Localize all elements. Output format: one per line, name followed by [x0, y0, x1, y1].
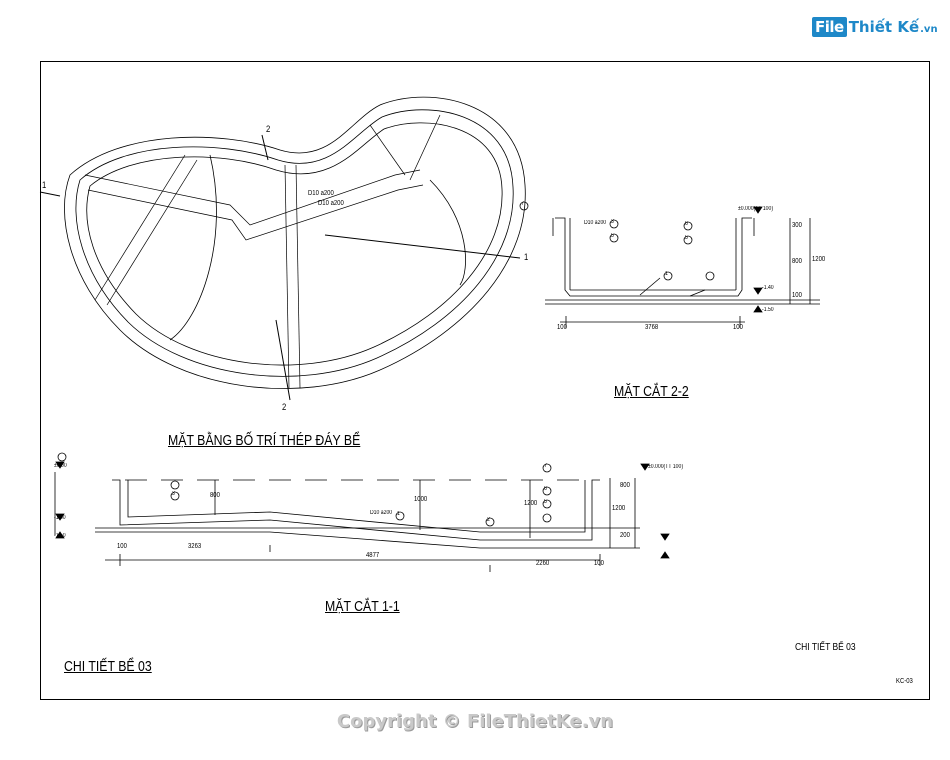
- s22-callout-l2: 5: [611, 233, 614, 239]
- s11-dim-depth-left: 800: [210, 492, 220, 499]
- sheet-title-left: CHI TIẾT BỂ 03: [64, 658, 152, 675]
- s11-dim-c: 4877: [366, 552, 380, 559]
- s22-elev-low: -1.40: [762, 285, 774, 291]
- s11-dim-e: 100: [594, 560, 604, 567]
- s11-callout-6: 7: [544, 463, 547, 469]
- brand-logo: File Thiết Kế .vn: [812, 14, 938, 40]
- s11-dim-a: 100: [117, 543, 127, 550]
- s22-dim-h3: 100: [792, 292, 802, 299]
- s22-dim-total: 1200: [812, 256, 826, 263]
- s11-callout-4: 5: [544, 499, 547, 505]
- s22-dim-center: 3768: [645, 324, 659, 331]
- logo-box: File: [812, 17, 847, 37]
- pool-plan-outline: [64, 96, 526, 389]
- s11-dim-depth-mid: 1000: [414, 496, 428, 503]
- s11-callout-5: 6: [544, 486, 547, 492]
- s22-callout-l1: 3: [611, 219, 614, 225]
- s22-callout-top: 7: [521, 201, 524, 207]
- copyright-watermark: Copyright © FileThietKe.vn: [336, 711, 614, 732]
- s11-elev-low: -1.40: [54, 515, 66, 521]
- logo-text: Thiết Kế: [848, 18, 920, 36]
- drawing-frame: [40, 61, 930, 700]
- cut-label-1-left: 1: [42, 180, 47, 190]
- s11-dim-d: 2260: [536, 560, 550, 567]
- s22-rebar-label: D10 a200: [584, 220, 607, 226]
- section-22-title: MẶT CẮT 2-2: [614, 383, 689, 400]
- s22-callout-r2: 5: [685, 235, 688, 241]
- section-cut-lines: [39, 134, 521, 401]
- s11-dim-depth-right: 1200: [524, 500, 538, 507]
- s11-elev-top-left: ±0.00: [54, 463, 67, 469]
- elevation-markers: [55, 206, 763, 559]
- plan-title: MẶT BẰNG BỐ TRÍ THÉP ĐÁY BỂ: [168, 432, 361, 449]
- section-22-drawing: [545, 217, 820, 328]
- sheet-code: KC-03: [896, 678, 913, 685]
- cut-label-1-right: 1: [524, 252, 529, 262]
- s22-dim-h2: 800: [792, 258, 802, 265]
- s22-dim-right: 100: [733, 324, 743, 331]
- s22-callout-r1: 6: [685, 221, 688, 227]
- s22-dim-left: 100: [557, 324, 567, 331]
- s22-elev-bot: -1.50: [762, 307, 774, 313]
- plan-rebar-a: D10 a200: [308, 190, 334, 197]
- s22-elev-top: ±0.000(TT 100): [738, 206, 774, 212]
- s11-elev-bot: -1.50: [54, 533, 66, 539]
- sheet-title-right: CHI TIẾT BỂ 03: [795, 642, 856, 653]
- s11-dim-side-3: 200: [620, 532, 630, 539]
- s11-dim-side-2: 800: [620, 482, 630, 489]
- plan-rebar-b: D10 a200: [318, 200, 344, 207]
- cut-label-2-top: 2: [266, 124, 271, 134]
- s11-callout-3: 3: [172, 491, 175, 497]
- pool-plan-rebar: [84, 114, 441, 389]
- logo-tld: .vn: [920, 23, 938, 35]
- s11-dim-b: 3263: [188, 543, 202, 550]
- cut-label-2-bottom: 2: [282, 402, 287, 412]
- section-11-drawing: [54, 472, 640, 572]
- s11-dim-side-1: 1200: [612, 505, 626, 512]
- s11-elev-top-right: ±0.000(TT 100): [648, 464, 684, 470]
- s22-callout-bottom: 1: [665, 271, 668, 277]
- s11-callout-2: 2: [487, 517, 490, 523]
- s11-callout-1: 1: [397, 511, 400, 517]
- section-11-title: MẶT CẮT 1-1: [325, 598, 400, 615]
- s22-dim-h1: 300: [792, 222, 802, 229]
- callout-circles: [57, 201, 715, 527]
- s11-rebar-label: D10 a200: [370, 510, 393, 516]
